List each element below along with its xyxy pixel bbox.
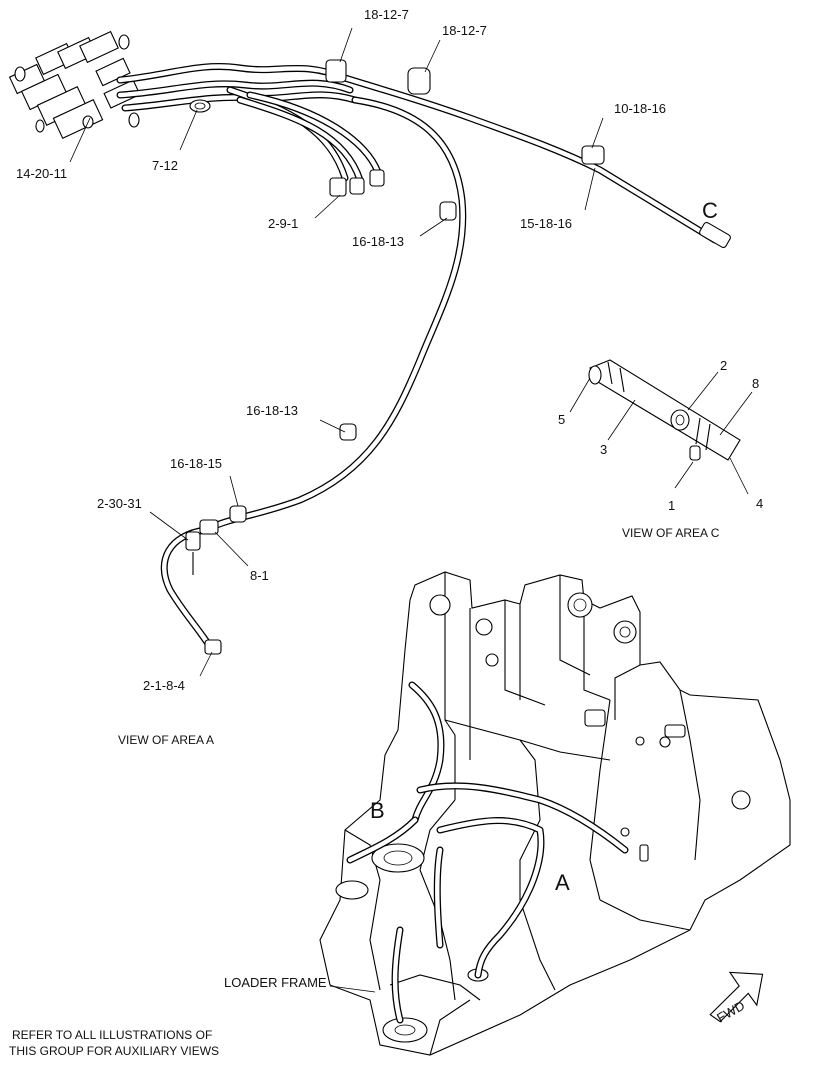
clamps-and-fittings — [185, 59, 731, 655]
view-c-callout-5: 5 — [558, 412, 565, 427]
fwd-label: FWD — [714, 998, 747, 1026]
frame-area-a-marker: A — [555, 870, 570, 895]
callout-18-12-7-left: 18-12-7 — [364, 7, 409, 22]
loader-frame-caption: LOADER FRAME — [224, 975, 327, 990]
loader-frame-leader — [329, 985, 376, 993]
callout-2-1-8-4: 2-1-8-4 — [143, 678, 185, 693]
callout-2-30-31: 2-30-31 — [97, 496, 142, 511]
callout-18-12-7-right: 18-12-7 — [442, 23, 487, 38]
hose-bundle-lines — [116, 62, 719, 654]
area-c-cylinder — [588, 359, 741, 461]
callout-16-18-15: 16-18-15 — [170, 456, 222, 471]
view-c-callout-3: 3 — [600, 442, 607, 457]
frame-hose-routing — [346, 681, 629, 1024]
forward-direction-arrow: FWD — [709, 971, 764, 1026]
callout-16-18-13-lower: 16-18-13 — [246, 403, 298, 418]
callout-2-9-1: 2-9-1 — [268, 216, 298, 231]
reference-note-line-1: REFER TO ALL ILLUSTRATIONS OF — [12, 1028, 212, 1042]
callout-8-1: 8-1 — [250, 568, 269, 583]
callout-15-18-16: 15-18-16 — [520, 216, 572, 231]
view-of-area-c-caption: VIEW OF AREA C — [622, 526, 720, 540]
view-of-area-a-caption: VIEW OF AREA A — [118, 733, 214, 747]
callout-7-12: 7-12 — [152, 158, 178, 173]
valve-bank-illustration — [8, 30, 141, 139]
view-c-callout-2: 2 — [720, 358, 727, 373]
area-c-view: 2 8 5 3 1 4 VIEW OF AREA C — [558, 358, 763, 540]
frame-area-b-marker: B — [370, 798, 385, 823]
area-a-hose-assembly: 18-12-7 18-12-7 10-18-16 15-18-16 C 14-2… — [8, 7, 731, 747]
area-a-leader-lines — [69, 27, 604, 677]
area-c-marker: C — [702, 198, 718, 223]
callout-10-18-16: 10-18-16 — [614, 101, 666, 116]
loader-frame-illustration: B A LOADER FRAME — [224, 571, 791, 1056]
reference-note-line-2: THIS GROUP FOR AUXILIARY VIEWS — [9, 1044, 219, 1058]
callout-16-18-13-upper: 16-18-13 — [352, 234, 404, 249]
area-c-leader-lines — [569, 371, 753, 495]
view-c-callout-8: 8 — [752, 376, 759, 391]
view-c-callout-4: 4 — [756, 496, 763, 511]
view-c-callout-1: 1 — [668, 498, 675, 513]
callout-14-20-11: 14-20-11 — [16, 166, 67, 181]
